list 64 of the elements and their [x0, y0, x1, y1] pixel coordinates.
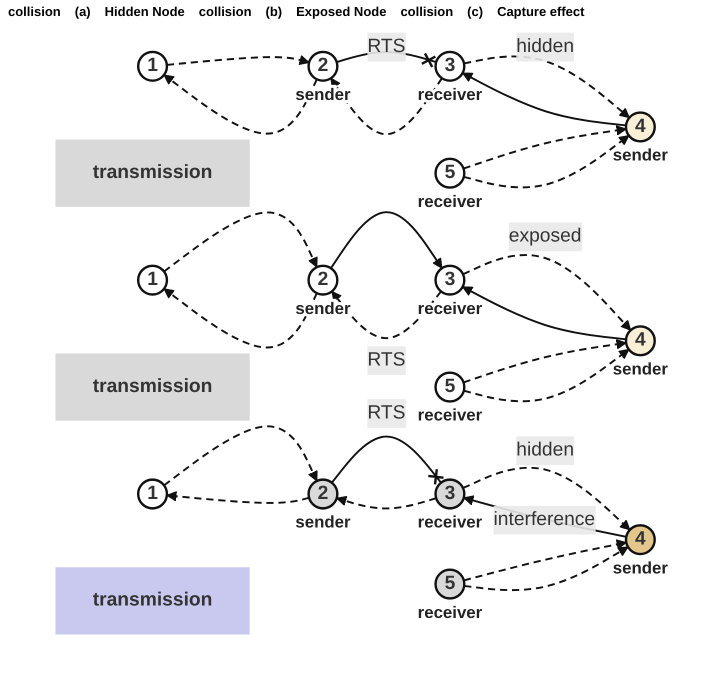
node-circle: 4: [624, 325, 656, 356]
node-circle: 1: [136, 50, 168, 82]
edge-label: RTS: [367, 402, 406, 424]
caption-text: collision: [400, 4, 454, 19]
connector: [331, 436, 445, 486]
arrow: [462, 466, 630, 530]
role-label: sender: [612, 146, 668, 165]
node-circle: 2: [307, 478, 339, 510]
caption-text: Exposed Node: [296, 4, 386, 19]
edge-label: hidden: [516, 440, 574, 460]
node-circle: 3: [434, 264, 466, 296]
role-label: receiver: [418, 602, 482, 622]
role-label: receiver: [418, 192, 482, 211]
node-circle: 4: [624, 524, 656, 556]
edge-label: RTS: [367, 350, 406, 370]
edge-label: RTS: [367, 36, 406, 57]
caption-text: collision: [8, 4, 61, 19]
arrow: [464, 348, 630, 402]
role-label: receiver: [418, 512, 482, 532]
arrow: [330, 211, 442, 269]
role-label: sender: [612, 558, 668, 578]
node-box: transmission: [55, 353, 250, 421]
arrow: [166, 54, 310, 66]
caption-text: (b): [266, 4, 282, 19]
arrow: [464, 539, 627, 582]
edge-label: interference: [494, 509, 596, 530]
caption-text: collision: [198, 4, 252, 19]
role-label: receiver: [418, 84, 482, 104]
node-circle: 4: [624, 111, 656, 143]
caption-text: (a): [74, 4, 91, 19]
node-box: transmission: [55, 140, 250, 207]
node-circle: 3: [434, 478, 466, 510]
arrow: [464, 135, 630, 188]
arrow: [462, 254, 632, 331]
arrow: [463, 125, 627, 170]
node-circle: 5: [434, 158, 466, 189]
edge-label: hidden: [516, 36, 574, 57]
arrow: [462, 72, 626, 126]
arrow: [164, 74, 318, 135]
node-circle: 3: [434, 50, 466, 82]
arrow: [336, 496, 436, 510]
arrow: [462, 286, 626, 340]
node-circle: 5: [434, 372, 466, 403]
edge-label: exposed: [508, 226, 582, 246]
arrow: [164, 288, 318, 348]
caption-text: (c): [467, 4, 484, 19]
arrow: [463, 339, 627, 384]
role-label: sender: [612, 359, 668, 378]
node-circle: 1: [136, 264, 168, 296]
arrow: [166, 491, 310, 504]
node-circle: 1: [136, 478, 168, 510]
node-circle: 2: [307, 264, 339, 296]
role-label: receiver: [418, 406, 482, 425]
caption-text: Hidden Node: [104, 4, 185, 19]
arrow: [163, 425, 318, 486]
node-box: transmission: [55, 567, 250, 635]
arrow: [163, 212, 318, 272]
role-label: receiver: [418, 298, 482, 318]
caption-text: Capture effect: [497, 4, 584, 19]
node-circle: 2: [307, 50, 339, 82]
arrow: [330, 78, 443, 136]
arrow: [464, 546, 628, 592]
role-label: sender: [295, 512, 351, 532]
node-circle: 5: [434, 568, 466, 600]
